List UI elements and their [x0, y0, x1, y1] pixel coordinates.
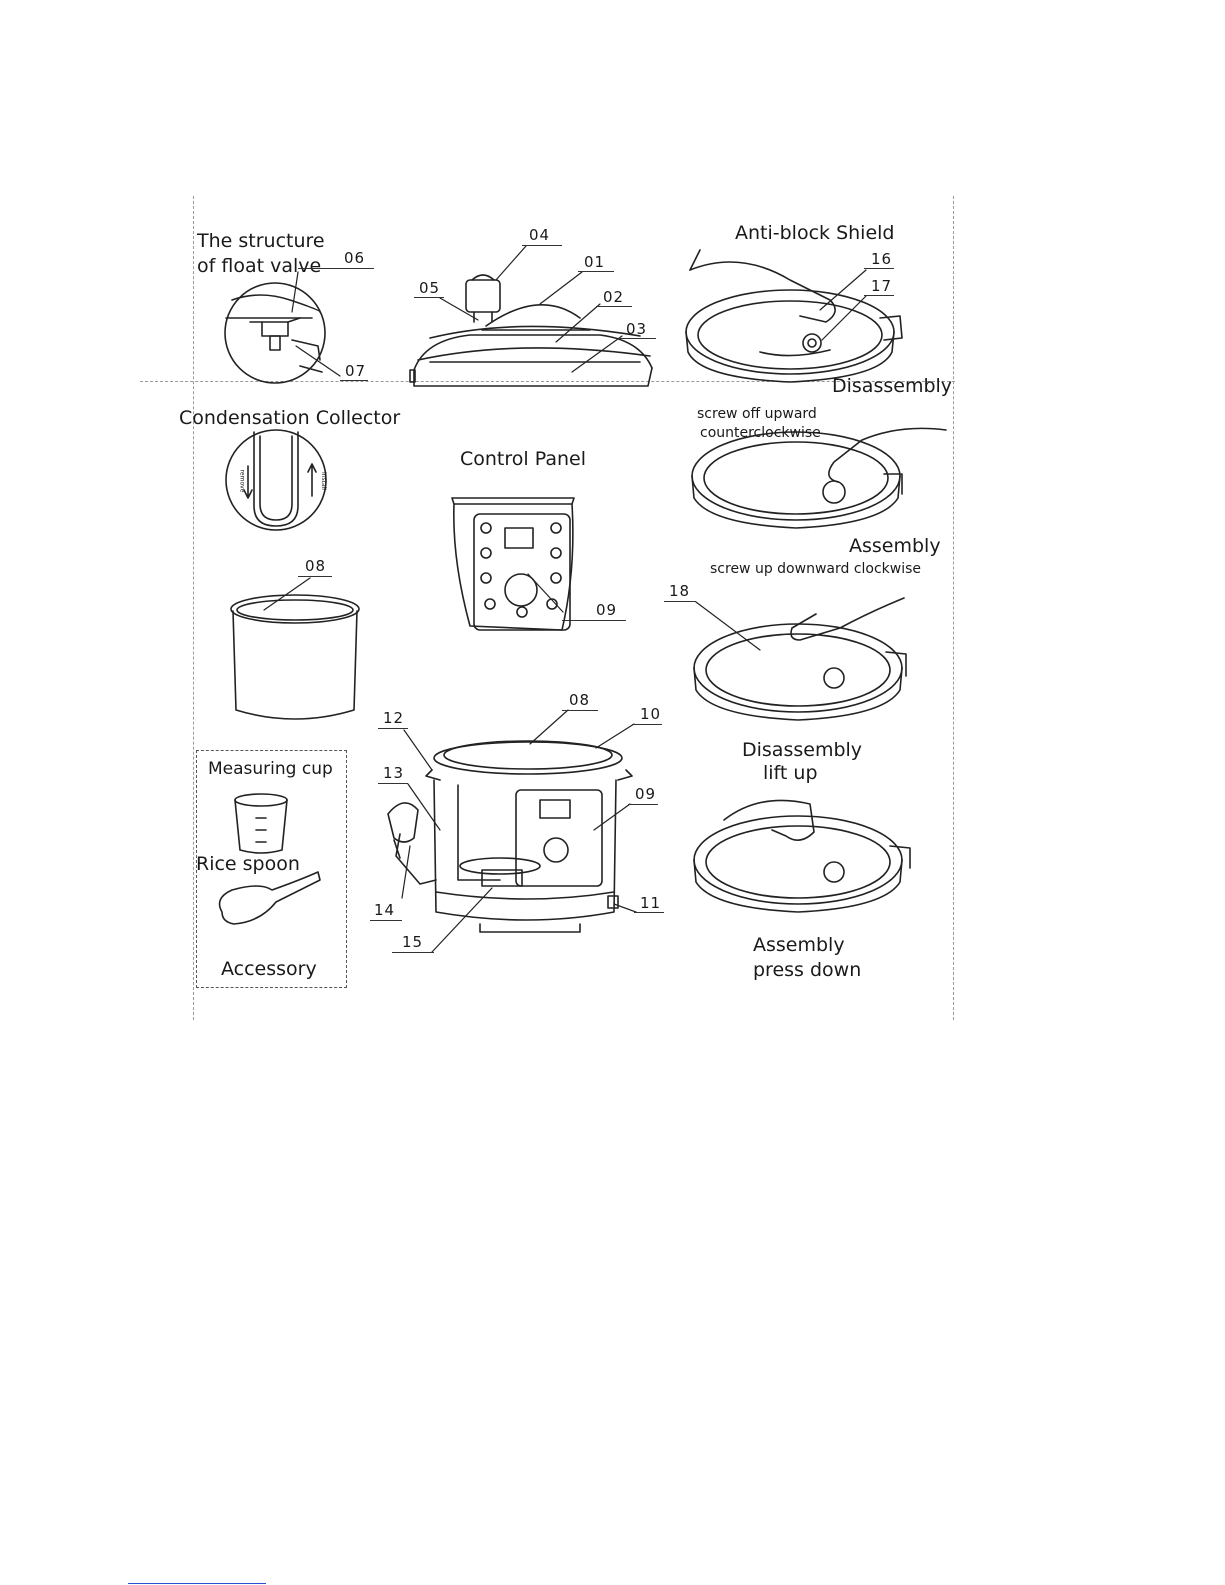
frame-right-guide	[953, 196, 954, 1020]
part-number-06: 06	[344, 249, 366, 267]
screw-up-label: screw up downward clockwise	[710, 561, 922, 577]
rice-spoon-label: Rice spoon	[196, 853, 300, 875]
control-panel-illustration	[451, 497, 575, 631]
part-number-18: 18	[669, 582, 691, 600]
accessory-label: Accessory	[221, 958, 317, 980]
assembly-label-1: Assembly	[849, 535, 941, 557]
disassembly-label-2: Disassembly	[742, 739, 863, 761]
part-number-09-panel-line	[562, 620, 626, 621]
part-number-13: 13	[383, 764, 405, 782]
part-number-15-line	[392, 952, 434, 953]
part-number-07-line	[340, 380, 368, 381]
leader-lines	[263, 245, 867, 953]
part-number-17-line	[864, 295, 894, 296]
part-number-16-line	[864, 268, 894, 269]
accessory-box	[196, 750, 347, 988]
cooker-body-illustration	[387, 740, 633, 933]
part-number-11-line	[634, 912, 664, 913]
part-number-10-line	[632, 724, 662, 725]
part-number-07: 07	[345, 362, 367, 380]
footnote-separator	[128, 1583, 266, 1584]
part-number-03-line	[620, 338, 656, 339]
part-number-17: 17	[871, 277, 893, 295]
anti-block-shield-illustration	[685, 249, 903, 383]
part-number-15: 15	[402, 933, 424, 951]
screw-off-label-1: screw off upward	[697, 406, 817, 422]
install-tag: install	[319, 472, 327, 490]
anti-block-shield-title: Anti-block Shield	[735, 222, 895, 244]
part-number-11: 11	[640, 894, 662, 912]
frame-left-guide	[193, 196, 194, 1020]
disassembly-screw-illustration	[691, 427, 947, 529]
part-number-08-body-line	[562, 710, 598, 711]
lift-up-label: lift up	[763, 762, 818, 784]
measuring-cup-label: Measuring cup	[208, 759, 333, 779]
part-number-08-pot-line	[298, 576, 332, 577]
part-number-06-line	[298, 268, 374, 269]
disassembly-label-1: Disassembly	[832, 375, 953, 397]
part-number-12-line	[378, 728, 408, 729]
float-valve-title-line1: The structure	[197, 230, 325, 252]
frame-mid-guide	[140, 381, 955, 382]
assembly-lift-illustration	[693, 597, 907, 721]
control-panel-title: Control Panel	[460, 448, 586, 470]
float-valve-title-line2: of float valve	[197, 255, 322, 277]
part-number-09-panel: 09	[596, 601, 618, 619]
part-number-03: 03	[626, 320, 648, 338]
rice-spoon-illustration	[218, 871, 321, 925]
part-number-01: 01	[584, 253, 606, 271]
part-number-10: 10	[640, 705, 662, 723]
remove-tag: remove	[238, 469, 246, 493]
part-number-12: 12	[383, 709, 405, 727]
measuring-cup-illustration	[234, 793, 288, 854]
part-number-08-pot: 08	[305, 557, 327, 575]
part-number-05: 05	[419, 279, 441, 297]
part-number-04-line	[522, 245, 562, 246]
assembly-label-2: Assembly	[753, 934, 845, 956]
assembly-press-illustration	[693, 799, 911, 913]
part-number-14: 14	[374, 901, 396, 919]
part-number-13-line	[378, 783, 408, 784]
part-number-04: 04	[529, 226, 551, 244]
screw-off-label-2: counterclockwise	[700, 425, 821, 441]
part-number-08-body: 08	[569, 691, 591, 709]
float-valve-detail	[224, 282, 326, 384]
part-number-14-line	[370, 920, 402, 921]
part-number-02-line	[596, 306, 632, 307]
part-number-18-line	[664, 601, 696, 602]
part-number-02: 02	[603, 288, 625, 306]
part-number-09-body: 09	[635, 785, 657, 803]
part-number-01-line	[578, 271, 614, 272]
part-number-09-body-line	[628, 804, 658, 805]
part-number-05-line	[414, 297, 444, 298]
condensation-collector-title: Condensation Collector	[179, 407, 401, 429]
press-down-label: press down	[753, 959, 862, 981]
part-number-16: 16	[871, 250, 893, 268]
condensation-collector-illustration	[225, 429, 327, 531]
inner-pot-illustration	[230, 594, 360, 720]
